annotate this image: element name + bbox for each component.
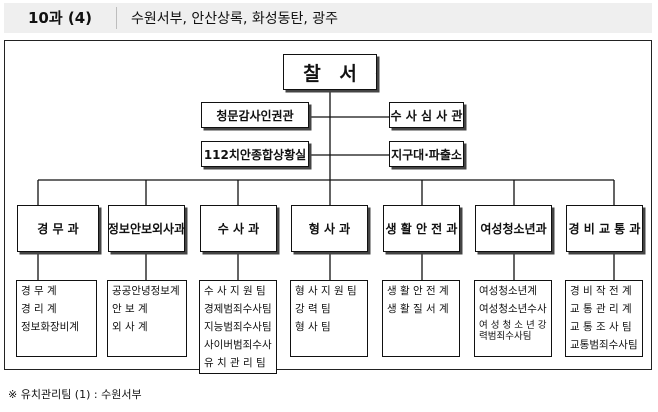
team-item: 공공안녕정보계: [112, 285, 180, 297]
team-item: 경 무 계: [21, 285, 57, 297]
team-item: 유 치 관 리 팀: [204, 357, 266, 369]
team-item: 수 사 지 원 팀: [204, 285, 266, 297]
unit-box-3: 수 사 과: [200, 205, 277, 252]
investigation-review-box: 수 사 심 사 관: [389, 102, 464, 128]
unit-box-5: 생 활 안 전 과: [383, 205, 460, 252]
team-item: 교 통 조 사 팀: [570, 321, 632, 333]
header-bar: 10과 (4) 수원서부, 안산상록, 화성동탄, 광주: [4, 3, 652, 33]
team-item: 여 성 청 소 년 강력범죄수사팀: [479, 320, 547, 342]
team-list-4: 형 사 지 원 팀 강 력 팀 형 사 팀: [290, 280, 368, 357]
team-item: 경 비 작 전 계: [570, 285, 632, 297]
police-chief-box: 경 찰 서 장: [283, 54, 377, 90]
unit-box-4: 형 사 과: [291, 205, 368, 252]
footnote: ※ 유치관리팀 (1) : 수원서부: [8, 388, 142, 401]
team-item: 강 력 팀: [295, 303, 331, 315]
org-chart-frame: [4, 40, 652, 370]
team-item: 외 사 계: [112, 321, 148, 333]
unit-box-2: 정보안보외사과: [108, 205, 185, 252]
team-item: 안 보 계: [112, 303, 148, 315]
patrol-station-box: 지구대·파출소: [389, 141, 464, 167]
team-list-5: 생 활 안 전 계 생 활 질 서 계: [382, 280, 460, 357]
team-item: 생 활 안 전 계: [387, 285, 449, 297]
team-item: 경 리 계: [21, 303, 57, 315]
team-item: 형 사 팀: [295, 321, 331, 333]
team-item: 여성청소년계: [479, 285, 537, 297]
unit-box-1: 경 무 과: [17, 205, 99, 252]
audit-officer-box: 청문감사인권관: [201, 102, 309, 128]
unit-box-7: 경 비 교 통 과: [566, 205, 643, 252]
unit-box-6: 여성청소년과: [475, 205, 552, 252]
team-item: 교 통 관 리 계: [570, 303, 632, 315]
dept-count: 10과 (4): [4, 7, 117, 29]
team-item: 경제범죄수사팀: [204, 303, 272, 315]
team-item: 생 활 질 서 계: [387, 303, 449, 315]
assigned-stations: 수원서부, 안산상록, 화성동탄, 광주: [131, 11, 339, 27]
team-list-1: 경 무 계 경 리 계 정보화장비계: [16, 280, 97, 357]
team-item: 여성청소년수사팀: [479, 303, 547, 315]
team-list-6: 여성청소년계 여성청소년수사팀 여 성 청 소 년 강력범죄수사팀: [474, 280, 552, 357]
team-item: 정보화장비계: [21, 321, 79, 333]
team-item: 사이버범죄수사팀: [204, 339, 272, 351]
situation-room-box: 112치안종합상황실: [201, 141, 309, 167]
team-item: 형 사 지 원 팀: [295, 285, 357, 297]
team-list-3: 수 사 지 원 팀 경제범죄수사팀 지능범죄수사팀 사이버범죄수사팀 유 치 관…: [199, 280, 277, 374]
team-item: 지능범죄수사팀: [204, 321, 272, 333]
team-list-2: 공공안녕정보계 안 보 계 외 사 계: [107, 280, 187, 357]
team-list-7: 경 비 작 전 계 교 통 관 리 계 교 통 조 사 팀 교통범죄수사팀: [565, 280, 643, 357]
team-item: 교통범죄수사팀: [570, 339, 638, 351]
